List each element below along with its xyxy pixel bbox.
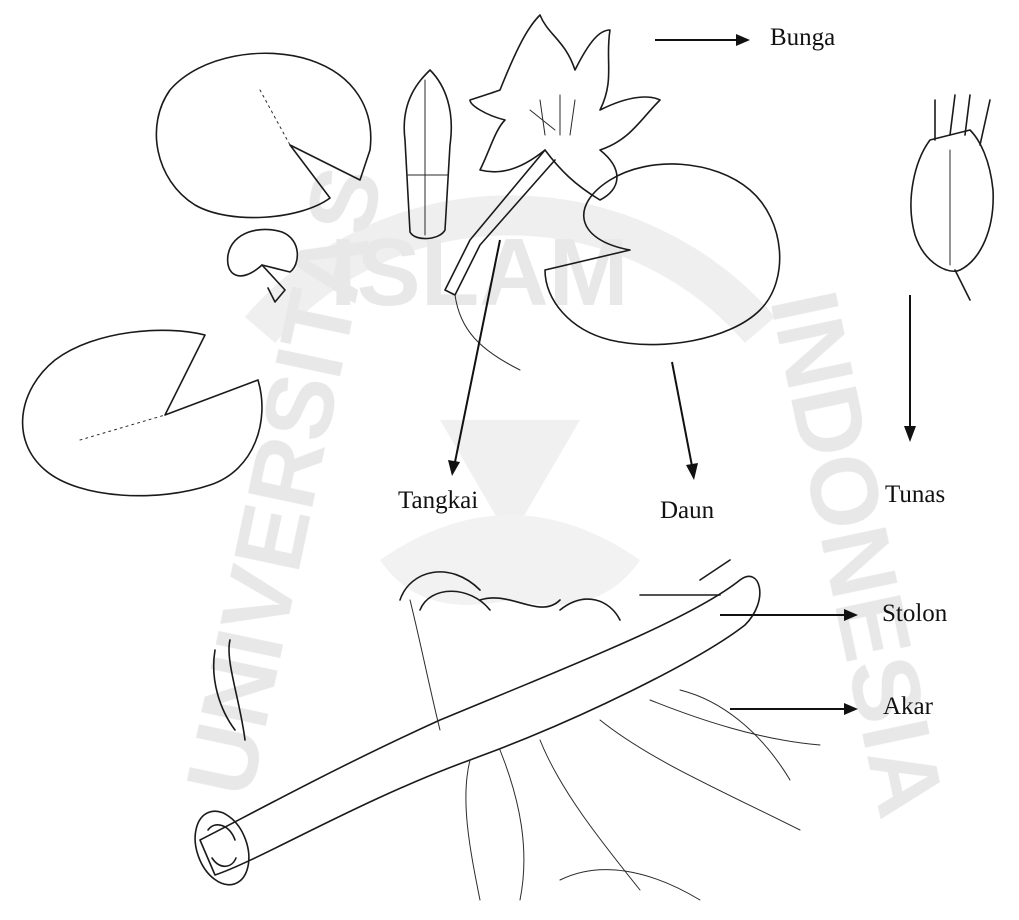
watermark: ISLAM UNIVERSITAS INDONESIA [166, 158, 965, 826]
watermark-left-text: UNIVERSITAS [166, 158, 403, 805]
label-tunas: Tunas [885, 482, 945, 507]
shoot [911, 95, 993, 300]
label-tangkai: Tangkai [398, 488, 478, 513]
label-akar: Akar [883, 694, 933, 719]
arrow-daun [672, 362, 692, 466]
label-daun: Daun [660, 498, 714, 523]
leaf-left [23, 330, 262, 495]
label-bunga: Bunga [770, 25, 835, 50]
watermark-right-text: INDONESIA [749, 282, 965, 826]
label-stolon: Stolon [882, 601, 947, 626]
